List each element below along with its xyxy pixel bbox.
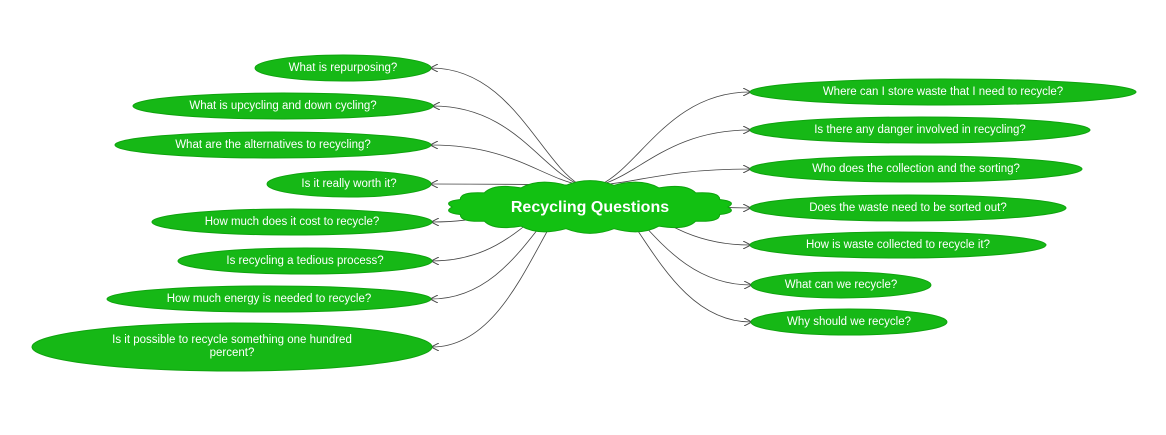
right-topic-link-0 [599,92,750,186]
left-topic-link-2 [431,145,581,186]
left-topic-ellipse-7[interactable] [31,322,433,372]
left-topic-label-5[interactable]: Is recycling a tedious process? [226,254,384,267]
right-topic-label-1[interactable]: Is there any danger involved in recyclin… [814,123,1026,136]
central-topic-label[interactable]: Recycling Questions [510,199,670,216]
right-topic-ellipse-3[interactable] [749,194,1067,222]
left-topic-label-2[interactable]: What are the alternatives to recycling? [175,138,371,151]
left-topic-ellipse-2[interactable] [114,131,432,159]
right-topic-label-5[interactable]: What can we recycle? [784,278,898,291]
right-topic-label-0[interactable]: Where can I store waste that I need to r… [822,85,1064,98]
right-topic-ellipse-5[interactable] [750,271,932,299]
right-topic-ellipse-2[interactable] [749,155,1083,183]
left-topic-label-3[interactable]: Is it really worth it? [301,177,397,190]
right-topic-ellipse-6[interactable] [750,308,948,336]
left-topic-ellipse-4[interactable] [151,208,433,236]
right-topic-label-4[interactable]: How is waste collected to recycle it? [805,238,991,251]
central-topic-cloud[interactable] [448,180,732,234]
right-topic-ellipse-1[interactable] [749,116,1091,144]
right-topic-link-1 [599,130,750,186]
right-topic-label-3[interactable]: Does the waste need to be sorted out? [809,201,1007,214]
left-topic-ellipse-6[interactable] [106,285,432,313]
right-topic-label-6[interactable]: Why should we recycle? [787,315,911,328]
right-topic-link-2 [599,169,750,186]
right-topic-ellipse-0[interactable] [749,78,1137,106]
left-topic-label-4[interactable]: How much does it cost to recycle? [204,215,380,228]
left-topic-link-1 [433,106,581,186]
left-topic-ellipse-0[interactable] [254,54,432,82]
right-topic-label-2[interactable]: Who does the collection and the sorting? [812,162,1020,175]
left-topic-ellipse-5[interactable] [177,247,433,275]
right-topic-ellipse-4[interactable] [749,231,1047,259]
left-topic-ellipse-3[interactable] [266,170,432,198]
left-topic-label-7[interactable]: Is it possible to recycle something one … [112,334,352,359]
left-topic-ellipse-1[interactable] [132,92,434,120]
left-topic-link-0 [431,68,581,186]
left-topic-label-1[interactable]: What is upcycling and down cycling? [189,99,377,112]
left-topic-label-6[interactable]: How much energy is needed to recycle? [166,292,372,305]
left-topic-label-0[interactable]: What is repurposing? [288,61,398,74]
